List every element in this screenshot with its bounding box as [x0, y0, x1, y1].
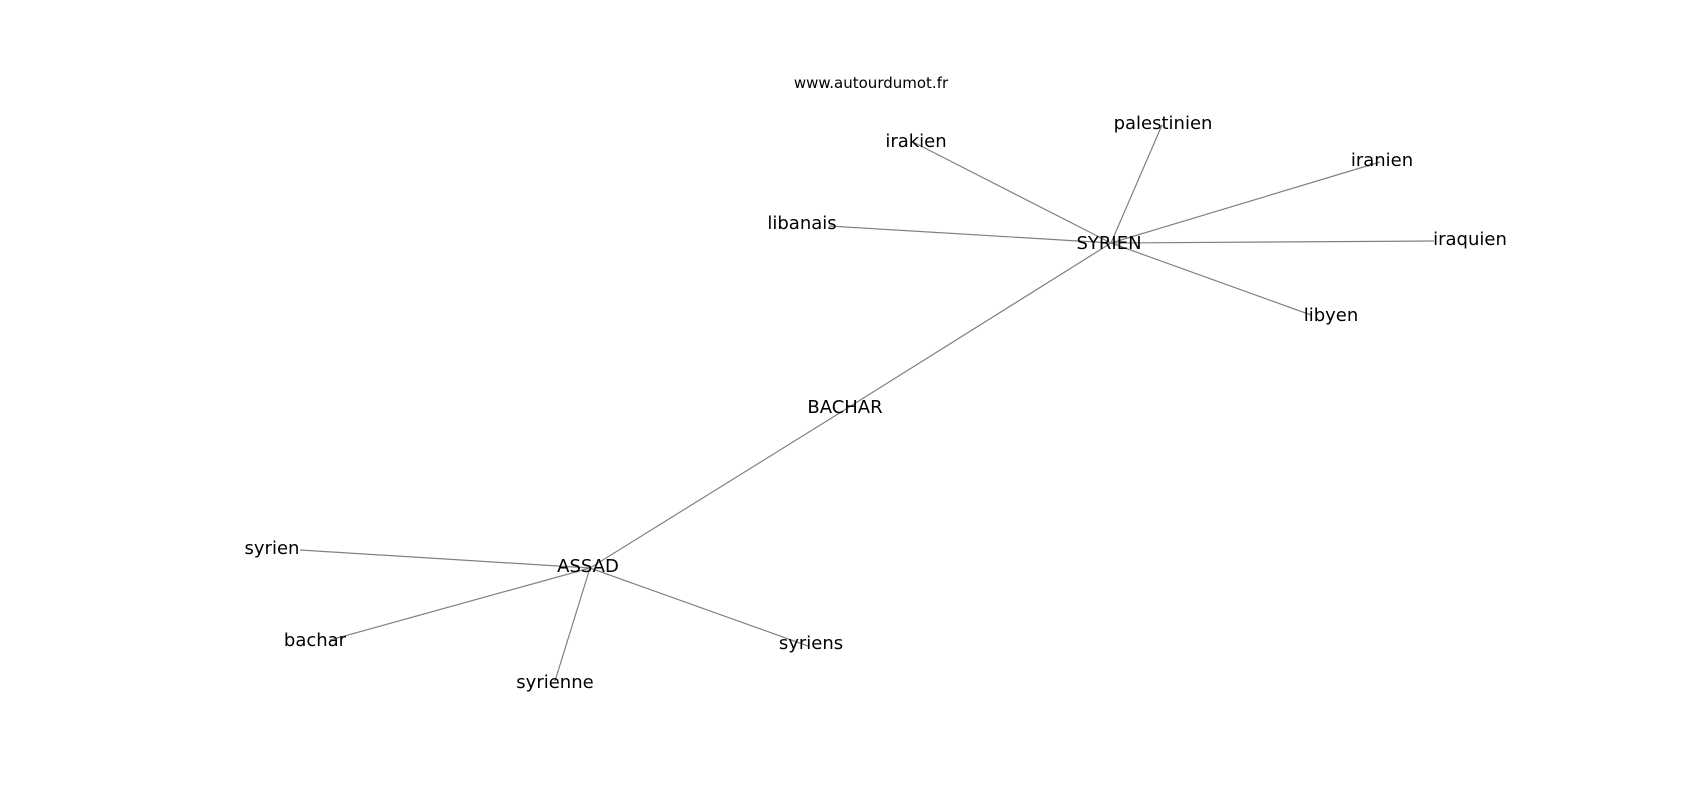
node-irakien: irakien: [885, 131, 946, 152]
node-syrien-hub: SYRIEN: [1076, 233, 1141, 254]
graph-nodes: SYRIEN BACHAR ASSAD irakien palestinien irani…: [245, 113, 1507, 693]
node-palestinien: palestinien: [1114, 113, 1213, 134]
node-libanais: libanais: [767, 213, 836, 234]
node-assad-hub: ASSAD: [557, 556, 619, 577]
node-syrienne: syrienne: [516, 672, 593, 693]
edge-syrien-irakien: [914, 142, 1112, 244]
edge-assad-syrienne: [554, 567, 591, 682]
edge-syrien-iraquien: [1110, 240, 1435, 244]
node-bachar-hub: BACHAR: [807, 397, 882, 418]
edge-assad-syriens: [589, 567, 809, 647]
node-iranien: iranien: [1351, 150, 1413, 171]
edge-syrien-bachar: [837, 242, 1112, 415]
node-syriens: syriens: [779, 633, 843, 654]
edge-syrien-libanais: [828, 225, 1112, 244]
node-iraquien: iraquien: [1433, 229, 1507, 250]
edge-bachar-assad: [589, 413, 839, 569]
edge-assad-bachar: [329, 567, 591, 641]
edge-syrien-iranien: [1110, 161, 1381, 244]
node-bachar: bachar: [284, 630, 347, 651]
edge-syrien-libyen: [1110, 242, 1312, 316]
site-watermark: www.autourdumot.fr: [794, 74, 949, 92]
node-syrien: syrien: [245, 538, 300, 559]
edge-syrien-palestinien: [1110, 124, 1163, 244]
graph-edges: [299, 124, 1435, 682]
node-libyen: libyen: [1304, 305, 1359, 326]
edge-assad-syrien: [299, 549, 591, 569]
